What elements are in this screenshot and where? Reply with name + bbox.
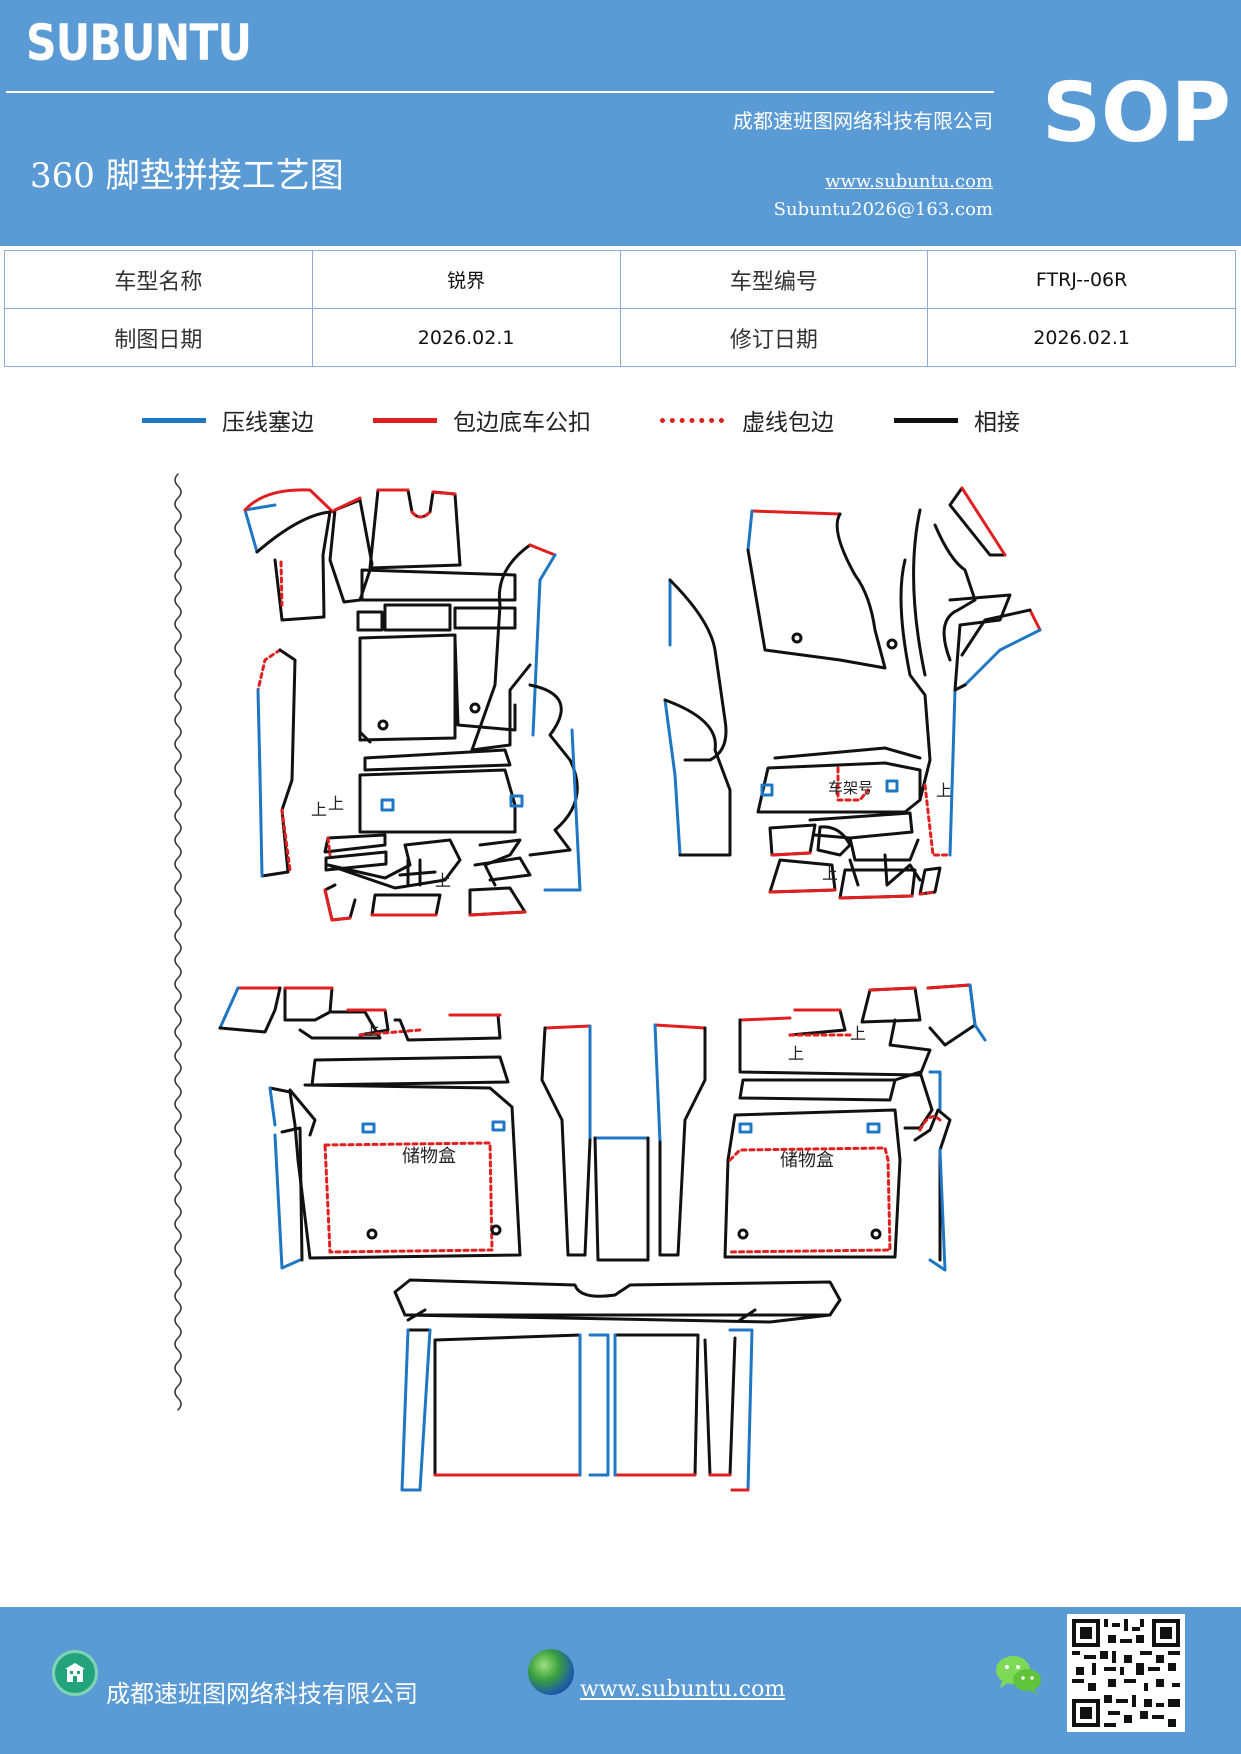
legend-item-joint: 相接	[894, 400, 1020, 440]
line-legend: 压线塞边 包边底车公扣 虚线包边 相接	[0, 400, 1241, 440]
footer-banner: 成都速班图网络科技有限公司 www.subuntu.com	[0, 1607, 1241, 1754]
front-right-mat-group	[663, 486, 1042, 900]
third-row-mat-group	[393, 1278, 842, 1492]
storage-box-label-right: 储物盒	[780, 1150, 834, 1171]
revision-date-label: 修订日期	[619, 308, 929, 367]
qr-code-graphic	[1072, 1619, 1180, 1727]
header-divider	[6, 91, 994, 93]
vehicle-name-value: 锐界	[311, 250, 621, 309]
building-icon	[52, 1650, 98, 1696]
building-glyph	[65, 1663, 85, 1682]
drawing-date-value: 2026.02.1	[311, 308, 621, 367]
legend-label: 虚线包边	[742, 410, 834, 436]
vehicle-info-table: 车型名称 锐界 车型编号 FTRJ--06R 制图日期 2026.02.1 修订…	[4, 250, 1236, 367]
header-banner: SUBUNTU 成都速班图网络科技有限公司 360 脚垫拼接工艺图 www.su…	[0, 0, 1241, 246]
qr-code[interactable]	[1067, 1614, 1185, 1732]
up-mark: 上	[435, 871, 452, 890]
footer-company-name: 成都速班图网络科技有限公司	[106, 1680, 418, 1708]
header-website-link[interactable]: www.subuntu.com	[825, 171, 993, 192]
up-mark: 上	[364, 1020, 381, 1039]
storage-box-label-left: 储物盒	[402, 1146, 456, 1167]
legend-item-wrap-edge: 包边底车公扣	[373, 400, 591, 440]
drawing-date-label: 制图日期	[4, 308, 313, 367]
legend-swatch-black	[894, 417, 958, 423]
vehicle-code-value: FTRJ--06R	[927, 250, 1236, 309]
floor-mat-diagram: 车架号 储物盒 储物盒 上 上 上 上 上 上 上 上	[150, 460, 1070, 1520]
legend-item-press-edge: 压线塞边	[142, 400, 314, 440]
wechat-icon[interactable]	[994, 1653, 1044, 1697]
header-company-name: 成都速班图网络科技有限公司	[733, 109, 993, 133]
document-title: 360 脚垫拼接工艺图	[30, 156, 344, 196]
front-left-mat-group	[243, 488, 582, 922]
sop-label: SOP	[1042, 66, 1231, 161]
up-mark: 上	[788, 1044, 805, 1063]
table-row: 制图日期 2026.02.1 修订日期 2026.02.1	[4, 308, 1236, 367]
legend-item-dashed-edge: 虚线包边	[660, 400, 834, 440]
second-row-mat-group	[218, 983, 987, 1272]
legend-label: 压线塞边	[222, 410, 314, 436]
frame-number-label: 车架号	[828, 779, 874, 797]
floor-mat-drawing	[174, 473, 1042, 1492]
wavy-cut-line	[174, 473, 182, 1411]
vehicle-name-label: 车型名称	[4, 250, 313, 309]
globe-icon	[528, 1649, 574, 1695]
footer-website-link[interactable]: www.subuntu.com	[580, 1677, 786, 1702]
legend-swatch-red-dotted	[660, 417, 724, 423]
legend-swatch-red	[373, 417, 437, 423]
table-row: 车型名称 锐界 车型编号 FTRJ--06R	[4, 250, 1236, 309]
legend-label: 包边底车公扣	[453, 410, 591, 436]
up-mark: 上	[328, 794, 345, 813]
up-mark: 上	[311, 800, 328, 819]
up-mark: 上	[850, 1024, 867, 1043]
header-email[interactable]: Subuntu2026@163.com	[773, 199, 993, 220]
vehicle-code-label: 车型编号	[619, 250, 929, 309]
brand-logo: SUBUNTU	[26, 14, 252, 72]
revision-date-value: 2026.02.1	[927, 308, 1236, 367]
up-mark: 上	[822, 864, 839, 883]
up-mark: 上	[936, 781, 953, 800]
legend-label: 相接	[974, 410, 1020, 436]
legend-swatch-blue	[142, 417, 206, 423]
